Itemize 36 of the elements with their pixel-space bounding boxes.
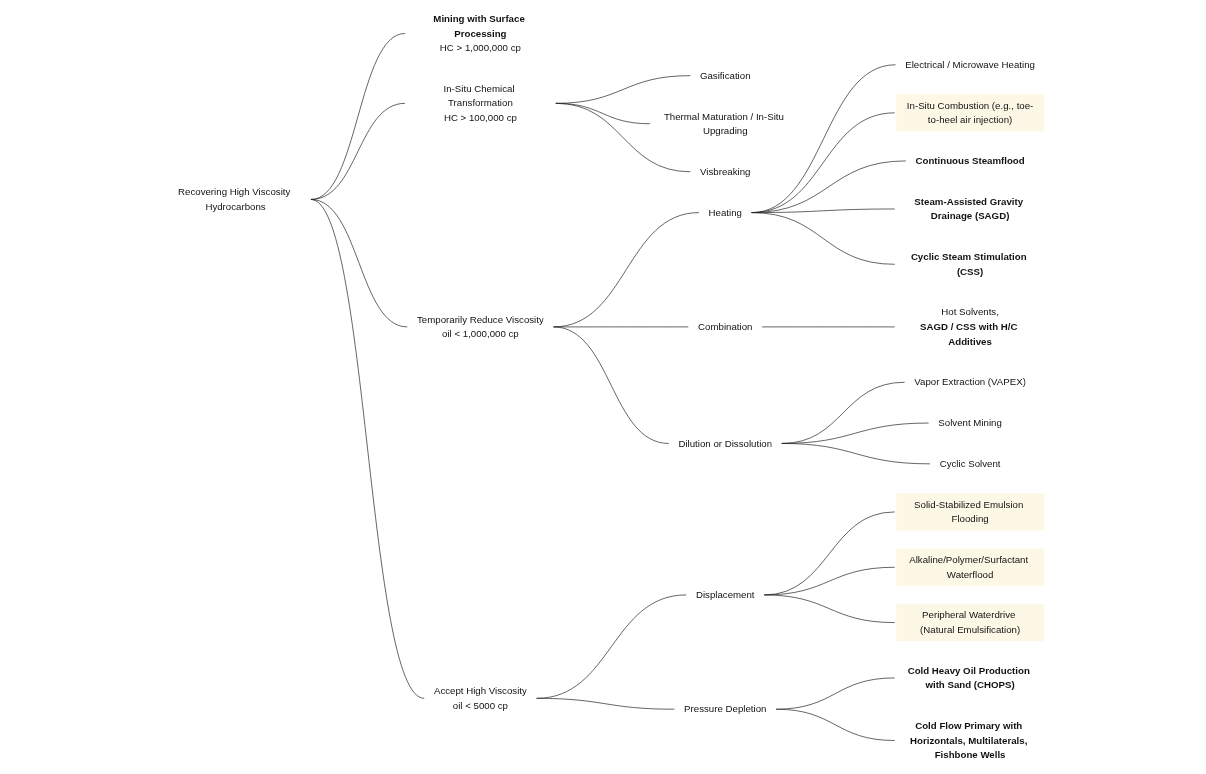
node-text: Dilution or Dissolution: [678, 437, 773, 449]
node-text: Visbreaking: [700, 165, 751, 177]
node-text: Recovering High Viscosity Hydrocarbons: [178, 186, 291, 212]
connector: [536, 697, 675, 710]
node-text: Thermal Maturation / In-Situ Upgrading: [664, 110, 785, 137]
node-text: Continuous Steamflood: [915, 155, 1025, 167]
node-text: Heating: [708, 206, 743, 218]
connector: [751, 212, 896, 265]
node-text: Hot Solvents, SAGD / CSS with H/C Additives: [920, 306, 1018, 347]
node-text: Solvent Mining: [938, 417, 1003, 429]
node-text: Steam-Assisted Gravity Drainage (SAGD): [914, 195, 1024, 222]
node-text: Displacement: [696, 589, 755, 601]
node-text: Temporarily Reduce Viscosity oil < 1,000,000 cp: [417, 313, 544, 340]
node-text: Gasification: [700, 69, 751, 81]
connector: [553, 326, 670, 444]
node-text: Cyclic Solvent: [939, 457, 1001, 470]
node-box: [896, 493, 1045, 531]
connector: [775, 677, 896, 710]
node-text: Accept High Viscosity oil < 5000 cp: [434, 685, 528, 711]
node-text: Cyclic Steam Stimulation (CSS): [911, 251, 1027, 277]
node-text: In-Situ Chemical Transformation HC > 100,000 cp: [443, 82, 518, 124]
node-text: Mining with Surface Processing HC > 1,000,000 cp: [433, 13, 525, 54]
connector: [781, 443, 931, 465]
node-box: [896, 548, 1045, 586]
node-text: Cold Flow Primary with Horizontals, Multilaterals, Fishbone Wells: [910, 720, 1028, 761]
node-text: Vapor Extraction (VAPEX): [914, 376, 1027, 388]
node-text: Electrical / Microwave Heating: [905, 58, 1036, 70]
node-box: [896, 603, 1045, 642]
connector: [310, 199, 425, 699]
node-text: Combination: [698, 321, 753, 333]
node-text: Cold Heavy Oil Production with Sand (CHOPS): [907, 664, 1030, 691]
connector: [764, 594, 896, 623]
connector: [555, 103, 691, 173]
connector: [775, 708, 896, 741]
node-box: [896, 94, 1045, 132]
node-text: Pressure Depletion: [684, 703, 767, 715]
